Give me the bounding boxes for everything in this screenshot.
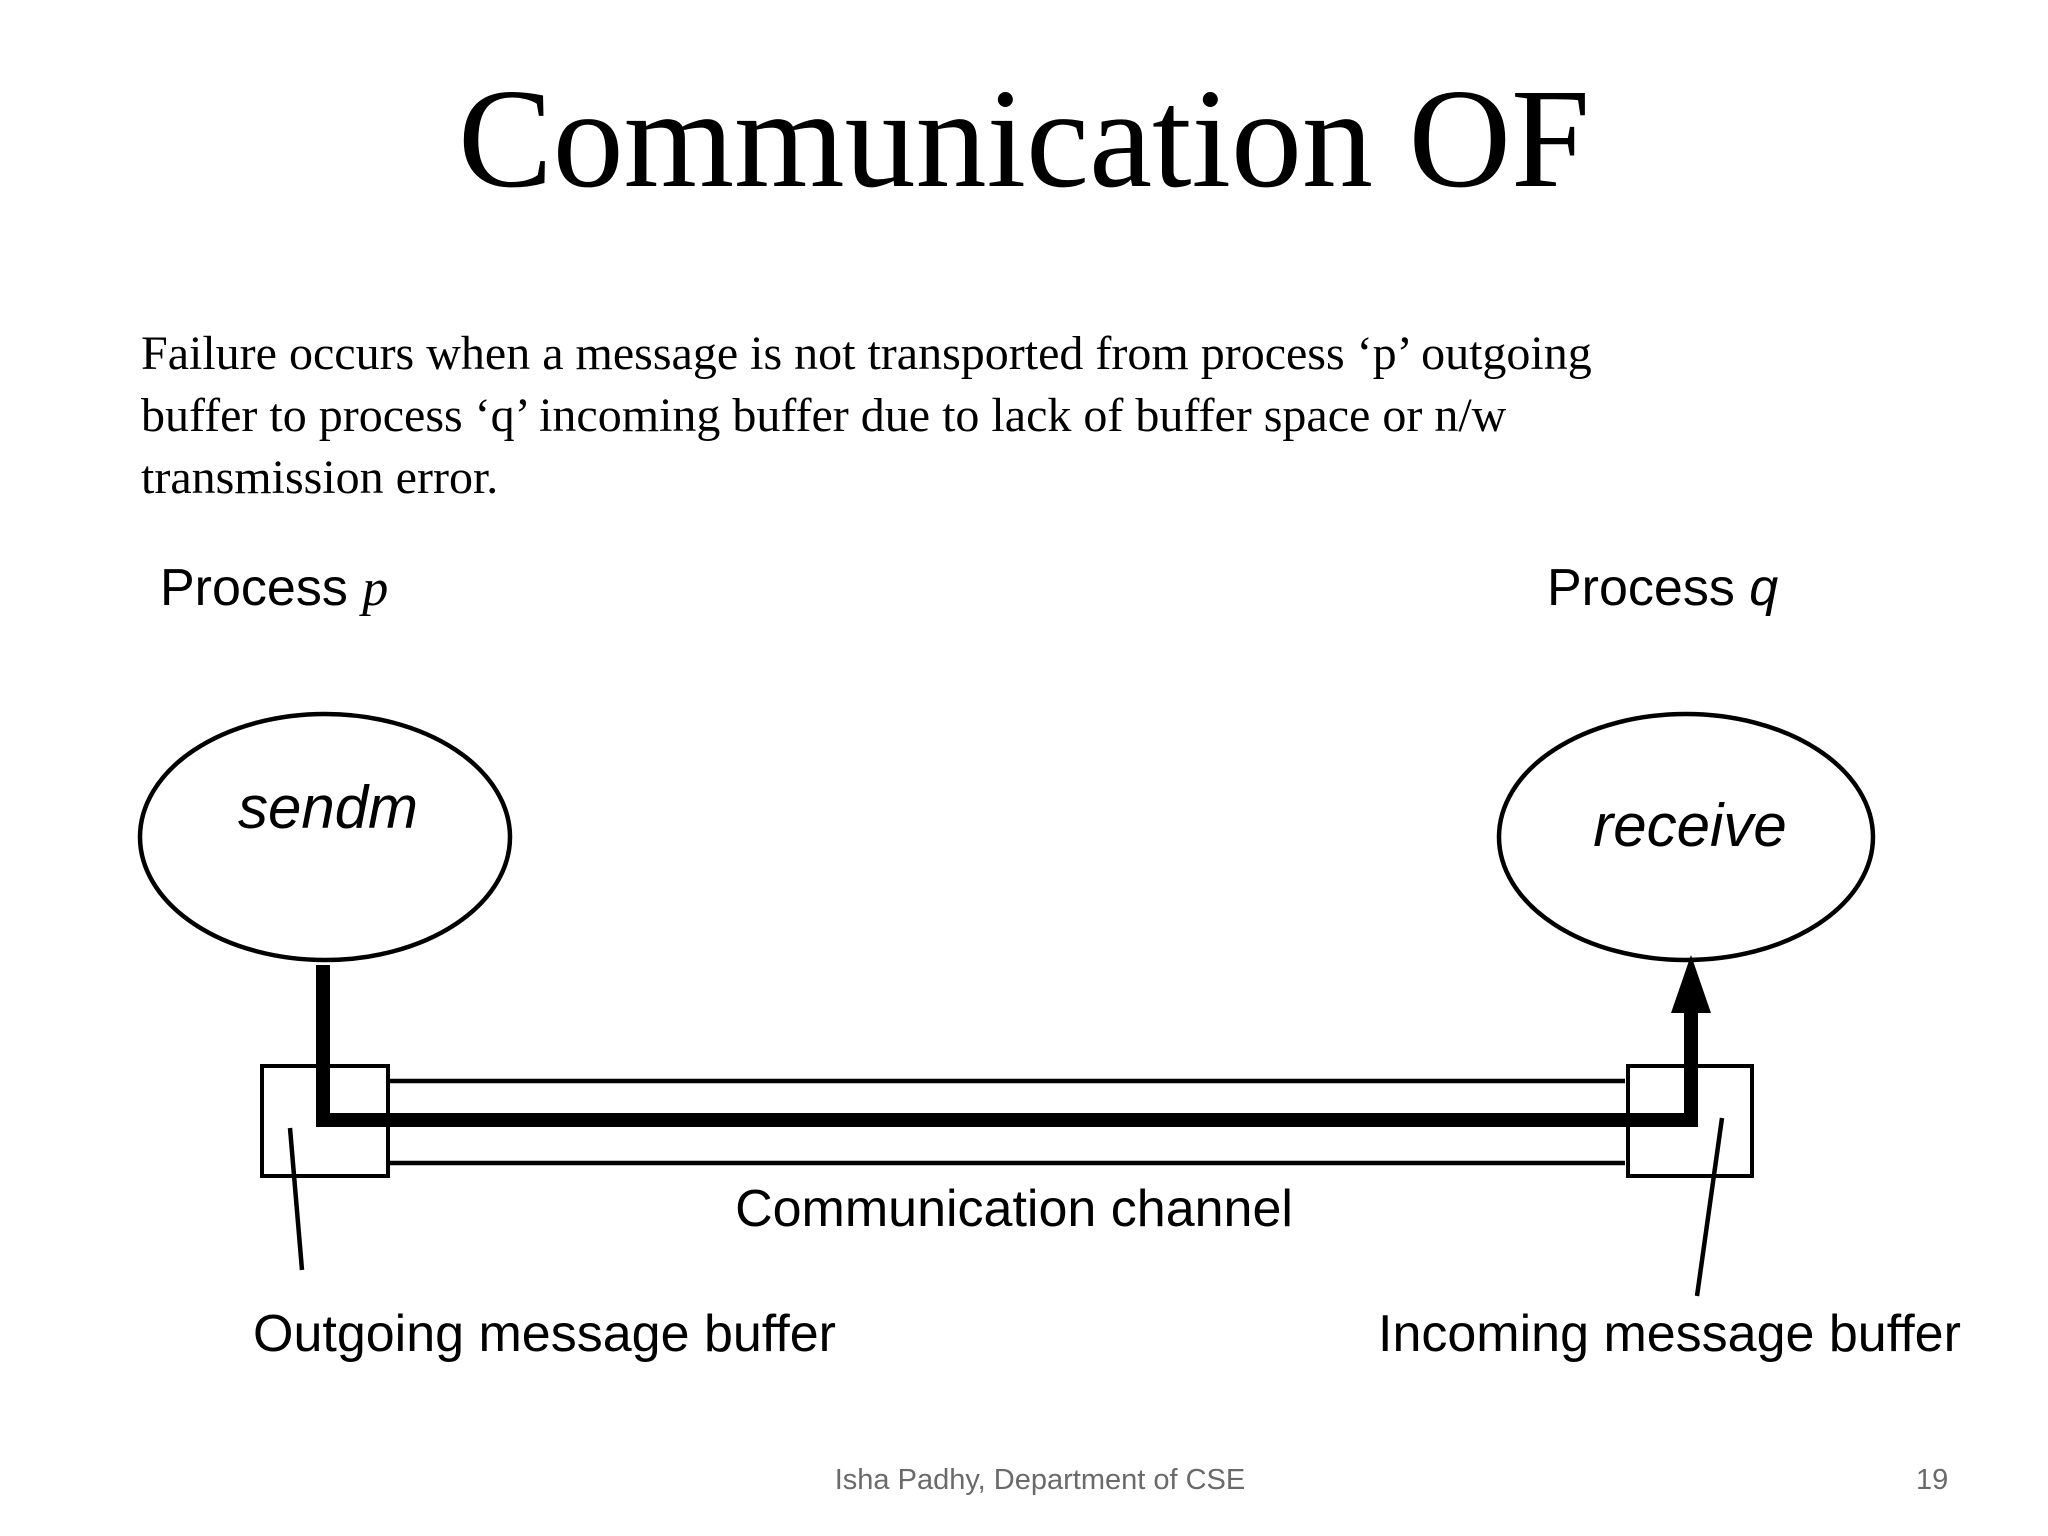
- slide-title: Communication OF: [457, 59, 1591, 217]
- process-p-label: Process p: [160, 558, 388, 619]
- process-p-var: p: [362, 560, 389, 617]
- outgoing-buffer-label: Outgoing message buffer: [253, 1305, 836, 1363]
- body-line: Failure occurs when a message is not tra…: [141, 327, 1592, 380]
- arrow-head-icon: [1671, 955, 1711, 1013]
- process-p-prefix: Process: [160, 559, 363, 617]
- body-line: buffer to process ‘q’ incoming buffer du…: [141, 389, 1507, 442]
- body-line: transmission error.: [141, 451, 499, 504]
- page-number: 19: [1916, 1464, 1949, 1496]
- incoming-buffer-label: Incoming message buffer: [1378, 1305, 1961, 1363]
- footer-author: Isha Padhy, Department of CSE: [834, 1464, 1246, 1496]
- channel-label: Communication channel: [735, 1180, 1293, 1238]
- message-path: [316, 965, 1698, 1127]
- incoming-buffer-pointer: [1694, 1117, 1725, 1297]
- process-q-prefix: Process: [1547, 559, 1750, 617]
- process-p-ellipse: [137, 711, 513, 963]
- send-label: sendm: [238, 774, 418, 841]
- body-paragraph: Failure occurs when a message is not tra…: [141, 323, 1841, 509]
- process-q-label: Process q: [1547, 558, 1778, 618]
- process-q-ellipse: [1496, 711, 1876, 963]
- outgoing-buffer-pointer: [287, 1127, 305, 1271]
- receive-label: receive: [1593, 792, 1786, 859]
- process-q-var: q: [1749, 559, 1779, 617]
